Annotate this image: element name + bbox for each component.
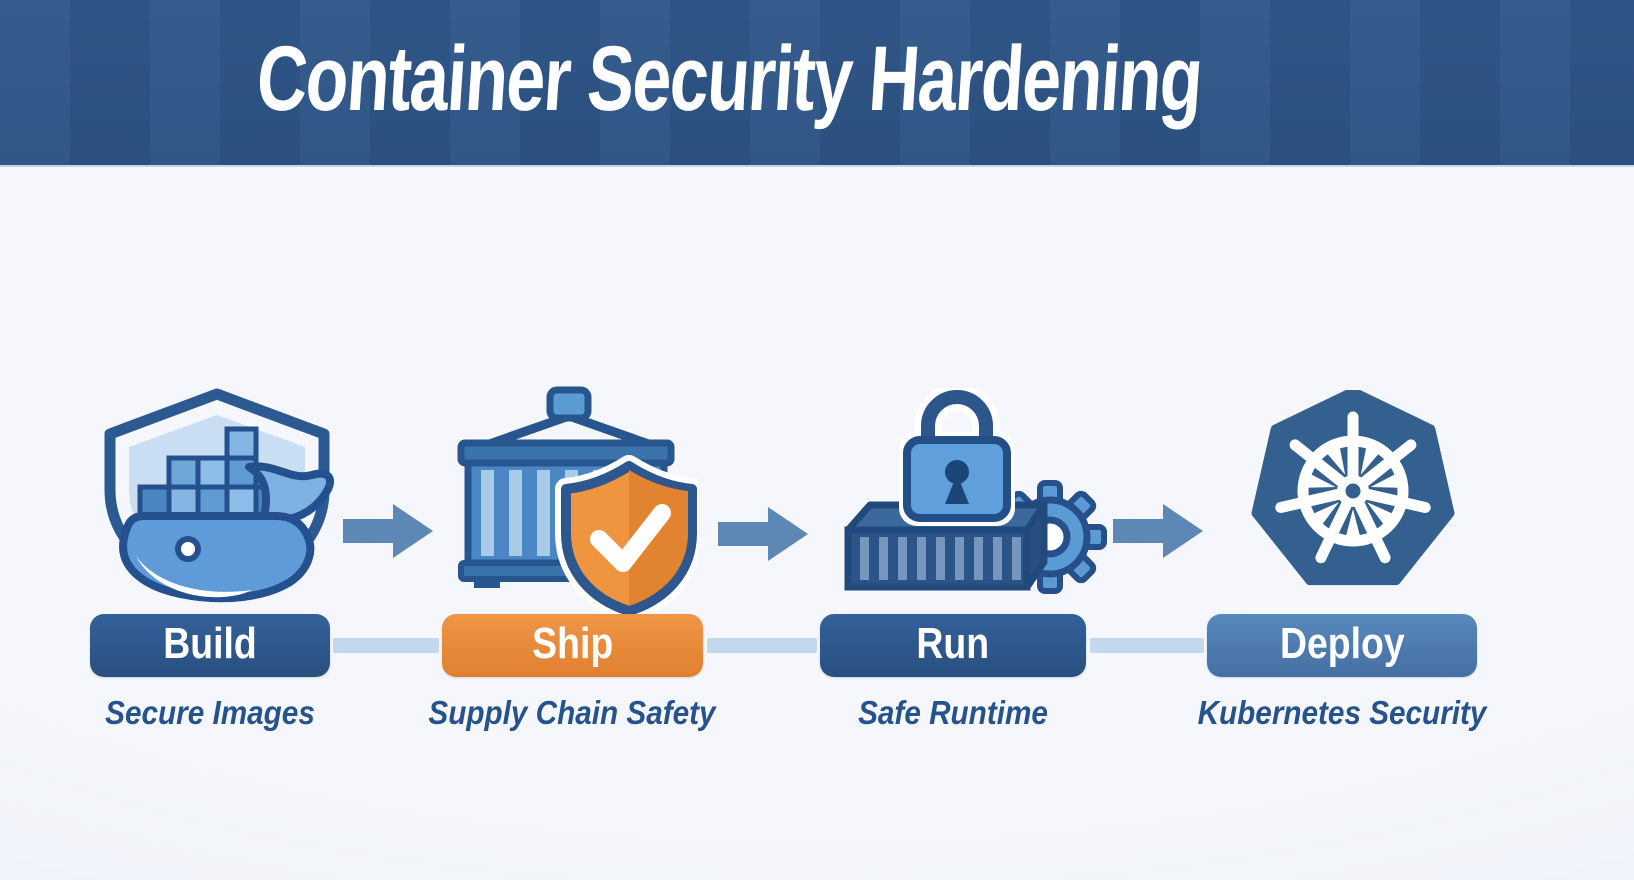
arrow-right-icon [343, 504, 433, 558]
stage-label-ship: Ship [442, 614, 703, 677]
arrow-right-icon [1113, 504, 1203, 558]
stage-label-text: Ship [531, 618, 614, 668]
stage-subtitle-run: Safe Runtime [858, 694, 1048, 731]
page-title: Container Security Hardening [253, 28, 1205, 130]
header-banner: Container Security Hardening [0, 0, 1634, 167]
stage-subtitle-deploy: Kubernetes Security [1197, 694, 1487, 731]
stage-label-text: Run [916, 618, 990, 668]
stage-label-text: Build [163, 618, 257, 668]
arrow-right-icon [718, 507, 808, 561]
docker-shield-icon [104, 388, 334, 603]
stage-subtitle-build: Secure Images [105, 694, 315, 731]
connector-line [333, 638, 439, 653]
padlock-container-gear-icon [844, 388, 1107, 594]
stage-label-build: Build [90, 614, 330, 677]
stage-subtitle-ship: Supply Chain Safety [428, 694, 716, 731]
connector-line [707, 638, 817, 653]
stage-label-text: Deploy [1279, 618, 1405, 668]
stage-label-deploy: Deploy [1207, 614, 1477, 677]
stage-label-run: Run [820, 614, 1086, 677]
container-crane-shield-check-icon [457, 386, 698, 618]
kubernetes-helm-icon [1251, 390, 1455, 586]
connector-line [1090, 638, 1204, 653]
